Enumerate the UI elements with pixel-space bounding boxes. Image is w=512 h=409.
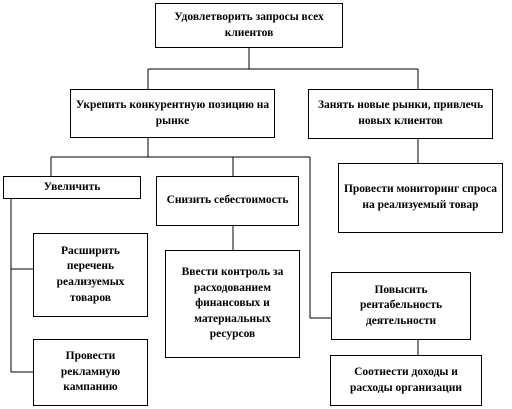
node-cost-control: Ввести контроль за расходованием финансо… (165, 250, 300, 358)
node-enter-new-markets: Занять новые рынки, привлечь новых клиен… (308, 89, 493, 139)
node-increase: Увеличить (3, 176, 141, 199)
node-strengthen-position: Укрепить конкурентную позицию на рынке (70, 89, 275, 138)
node-raise-profitability: Повысить рентабельность деятельности (331, 272, 471, 340)
node-monitor-demand: Провести мониторинг спроса на реализуемы… (338, 163, 503, 233)
node-compare-income-expenses: Соотнести доходы и расходы организации (330, 355, 482, 406)
node-root: Удовлетворить запросы всех клиентов (155, 3, 343, 48)
node-ad-campaign: Провести рекламную кампанию (33, 339, 148, 406)
node-expand-product-list: Расширить перечень реализуемых товаров (33, 233, 148, 317)
node-reduce-cost: Снизить себестоимость (156, 176, 299, 226)
